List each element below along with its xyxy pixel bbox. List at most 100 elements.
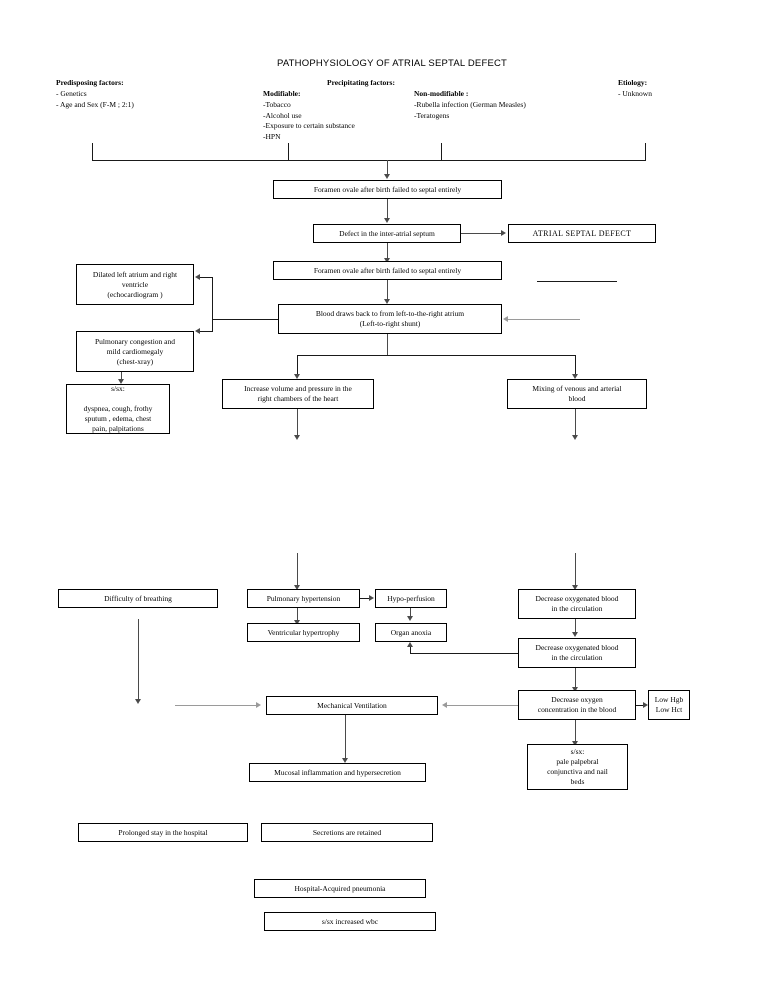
connector-conc-to-mechvent <box>447 705 518 706</box>
arrowhead-to-hypoperfusion <box>369 595 374 601</box>
connector-left-to-mechvent <box>175 705 257 706</box>
arrowhead-to-labs <box>643 702 648 708</box>
modifiable-items: -Tobacco -Alcohol use -Exposure to certa… <box>263 100 355 141</box>
arrowhead-increase-volume-stub <box>294 435 300 440</box>
node-pulmonary-congestion: Pulmonary congestion and mild cardiomega… <box>76 331 194 372</box>
node-foramen-ovale-1: Foramen ovale after birth failed to sept… <box>273 180 502 199</box>
connector-decrease-o2-to-anoxia <box>410 653 518 654</box>
connector-decrease-o2-1-to-2 <box>575 619 576 633</box>
connector-to-dilated <box>200 277 213 278</box>
connector-nonmodifiable-drop <box>441 143 442 160</box>
node-prolonged-stay: Prolonged stay in the hospital <box>78 823 248 842</box>
connector-to-pulm-congestion <box>200 331 213 332</box>
arrowhead-to-mucosal <box>342 758 348 763</box>
connector-rail-to-foramen1 <box>387 160 388 175</box>
connector-conc-to-labs <box>636 705 644 706</box>
connector-foramen1-to-defect <box>387 199 388 219</box>
page-title: PATHOPHYSIOLOGY OF ATRIAL SEPTAL DEFECT <box>277 58 508 69</box>
arrowhead-mixing-stub <box>572 435 578 440</box>
connector-shunt-split-rail <box>297 355 575 356</box>
connector-split-left-drop <box>297 355 298 375</box>
node-decrease-oxygen-concentration: Decrease oxygen concentration in the blo… <box>518 690 636 720</box>
node-low-hgb-low-hct: Low Hgb Low Hct <box>648 690 690 720</box>
connector-conc-to-ssx-pale <box>575 720 576 742</box>
node-mechanical-ventilation: Mechanical Ventilation <box>266 696 438 715</box>
etiology-items: - Unknown <box>618 89 652 98</box>
node-organ-anoxia: Organ anoxia <box>375 623 447 642</box>
node-mucosal-inflammation: Mucosal inflammation and hypersecretion <box>249 763 426 782</box>
arrowhead-to-increase-volume <box>294 374 300 379</box>
connector-increase-volume-down-stub <box>297 409 298 436</box>
node-decrease-oxygenated-blood-2: Decrease oxygenated blood in the circula… <box>518 638 636 668</box>
node-atrial-septal-defect: ATRIAL SEPTAL DEFECT <box>508 224 656 243</box>
connector-shunt-to-left-branch <box>212 319 278 320</box>
connector-hypoperfusion-to-anoxia <box>410 608 411 617</box>
node-hypo-perfusion: Hypo-perfusion <box>375 589 447 608</box>
modifiable-label: Modifiable: <box>263 89 301 98</box>
arrowhead-to-defect <box>384 218 390 223</box>
node-foramen-ovale-2: Foramen ovale after birth failed to sept… <box>273 261 502 280</box>
node-ssx-increased-wbc: s/sx increased wbc <box>264 912 436 931</box>
connector-defect-to-foramen2 <box>387 243 388 259</box>
arrowhead-to-mechvent-right <box>442 702 447 708</box>
arrowhead-to-ssx-left <box>118 379 124 384</box>
node-secretions-retained: Secretions are retained <box>261 823 433 842</box>
arrowhead-to-mechvent-left <box>256 702 261 708</box>
node-ssx-respiratory: s/sx: dyspnea, cough, frothy sputum , ed… <box>66 384 170 434</box>
node-ventricular-hypertrophy: Ventricular hypertrophy <box>247 623 360 642</box>
arrowhead-faint-into-shunt <box>503 316 508 322</box>
arrowhead-to-dilated <box>195 274 200 280</box>
connector-left-branch-spine <box>212 277 213 331</box>
connector-split-right-drop <box>575 355 576 375</box>
connector-mechvent-to-mucosal <box>345 715 346 759</box>
nonmodifiable-label: Non-modifiable : <box>414 89 469 98</box>
connector-mixing-down-stub <box>575 409 576 436</box>
arrowhead-to-foramen2 <box>384 258 390 263</box>
connector-anoxia-feedback-riser <box>410 647 411 654</box>
predisposing-factors-label: Predisposing factors: <box>56 78 124 87</box>
stray-line-segment <box>537 281 617 282</box>
arrowhead-anoxia-feedback <box>407 642 413 647</box>
connector-modifiable-drop <box>288 143 289 160</box>
connector-foramen2-to-shunt <box>387 280 388 300</box>
arrowhead-to-pulm-hypertension <box>294 585 300 590</box>
arrowhead-to-ssx-pale <box>572 741 578 746</box>
node-mixing-venous-arterial: Mixing of venous and arterial blood <box>507 379 647 409</box>
connector-predisposing-drop <box>92 143 93 160</box>
arrowhead-to-asd <box>501 230 506 236</box>
arrowhead-decrease-o2-1-to-2 <box>572 632 578 637</box>
node-increase-volume-pressure: Increase volume and pressure in the righ… <box>222 379 374 409</box>
predisposing-factors-items: - Genetics - Age and Sex (F-M ; 2:1) <box>56 89 134 109</box>
connector-defect-to-asd <box>461 233 502 234</box>
node-left-to-right-shunt: Blood draws back to from left-to-the-rig… <box>278 304 502 334</box>
node-defect-inter-atrial-septum: Defect in the inter-atrial septum <box>313 224 461 243</box>
nonmodifiable-items: -Rubella infection (German Measles) -Ter… <box>414 100 526 120</box>
connector-shunt-down <box>387 334 388 355</box>
arrowhead-to-pulm-congestion <box>195 328 200 334</box>
arrowhead-to-decrease-o2-conc <box>572 687 578 692</box>
arrowhead-difficulty-down <box>135 699 141 704</box>
node-pulmonary-hypertension: Pulmonary hypertension <box>247 589 360 608</box>
node-ssx-pale-conjunctiva: s/sx: pale palpebral conjunctiva and nai… <box>527 744 628 790</box>
connector-pulmhtn-to-hypoperfusion <box>360 598 370 599</box>
node-difficulty-of-breathing: Difficulty of breathing <box>58 589 218 608</box>
connector-etiology-drop <box>645 143 646 160</box>
arrowhead-to-ventricular-hypertrophy <box>294 620 300 625</box>
etiology-label: Etiology: <box>618 78 648 87</box>
node-hospital-acquired-pneumonia: Hospital-Acquired pneumonia <box>254 879 426 898</box>
connector-decrease-o2-2-to-conc <box>575 668 576 688</box>
connector-pulm-to-ssx <box>121 372 122 380</box>
node-decrease-oxygenated-blood-1: Decrease oxygenated blood in the circula… <box>518 589 636 619</box>
node-dilated-atrium-ventricle: Dilated left atrium and right ventricle … <box>76 264 194 305</box>
arrowhead-to-foramen1 <box>384 174 390 179</box>
arrowhead-to-decrease-o2-1 <box>572 585 578 590</box>
arrowhead-to-mixing <box>572 374 578 379</box>
arrowhead-to-organ-anoxia <box>407 616 413 621</box>
precipitating-factors-label: Precipitating factors: <box>327 78 395 87</box>
connector-faint-into-shunt <box>508 319 580 320</box>
connector-difficulty-down <box>138 619 139 700</box>
connector-pulmhtn-to-ventricular <box>297 608 298 621</box>
connector-to-decrease-o2-1 <box>575 553 576 586</box>
connector-top-rail <box>92 160 646 161</box>
